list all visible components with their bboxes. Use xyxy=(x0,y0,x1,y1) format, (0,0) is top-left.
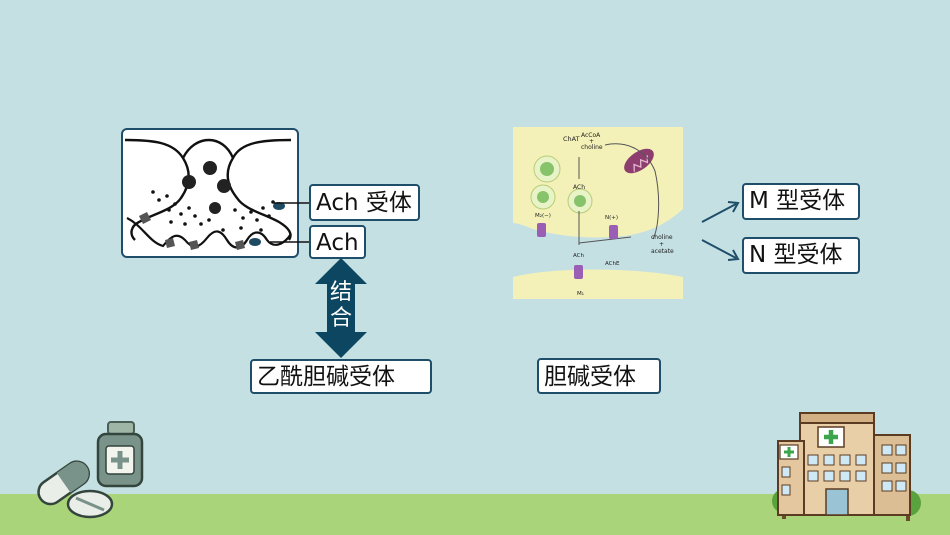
label-m1: M₁ xyxy=(577,291,584,297)
label-m2: M₂(−) xyxy=(535,213,551,219)
leader-lines xyxy=(270,202,310,243)
label-chat: ChAT xyxy=(563,135,580,143)
label-plus-2: + xyxy=(659,241,664,248)
cholinergic-drawing: ChAT AcCoA + choline ACh M₂(−) N(+) ACh … xyxy=(513,127,683,299)
vesicles xyxy=(530,155,593,214)
label-ache: AChE xyxy=(605,261,620,267)
synapse-illustration xyxy=(121,128,299,258)
ach-receptor-label: Ach 受体 xyxy=(309,184,420,221)
ach-dots xyxy=(151,190,275,232)
m-type-receptor: M 型受体 xyxy=(742,183,860,220)
label-plus-1: + xyxy=(589,138,594,145)
right-caption: 胆碱受体 xyxy=(537,358,661,394)
bind-text: 结合 xyxy=(329,280,352,331)
n-type-receptor: N 型受体 xyxy=(742,237,860,274)
label-choline-out: choline xyxy=(651,234,673,241)
label-ach-cleft: ACh xyxy=(573,253,585,259)
label-n-plus: N(+) xyxy=(605,215,618,221)
synapse-drawing xyxy=(124,138,292,250)
cholinergic-synapse-figure: ChAT AcCoA + choline ACh M₂(−) N(+) ACh … xyxy=(513,127,683,299)
label-choline: choline xyxy=(581,144,603,151)
medicine-clipart xyxy=(37,421,144,519)
ach-label: Ach xyxy=(309,225,366,259)
label-accoa: AcCoA xyxy=(581,132,601,139)
label-ach-top: ACh xyxy=(573,184,585,191)
label-acetate: acetate xyxy=(651,248,674,255)
branch-arrows xyxy=(701,201,740,261)
bind-double-arrow xyxy=(315,258,367,358)
left-caption: 乙酰胆碱受体 xyxy=(250,359,432,394)
hospital-clipart xyxy=(772,412,921,521)
